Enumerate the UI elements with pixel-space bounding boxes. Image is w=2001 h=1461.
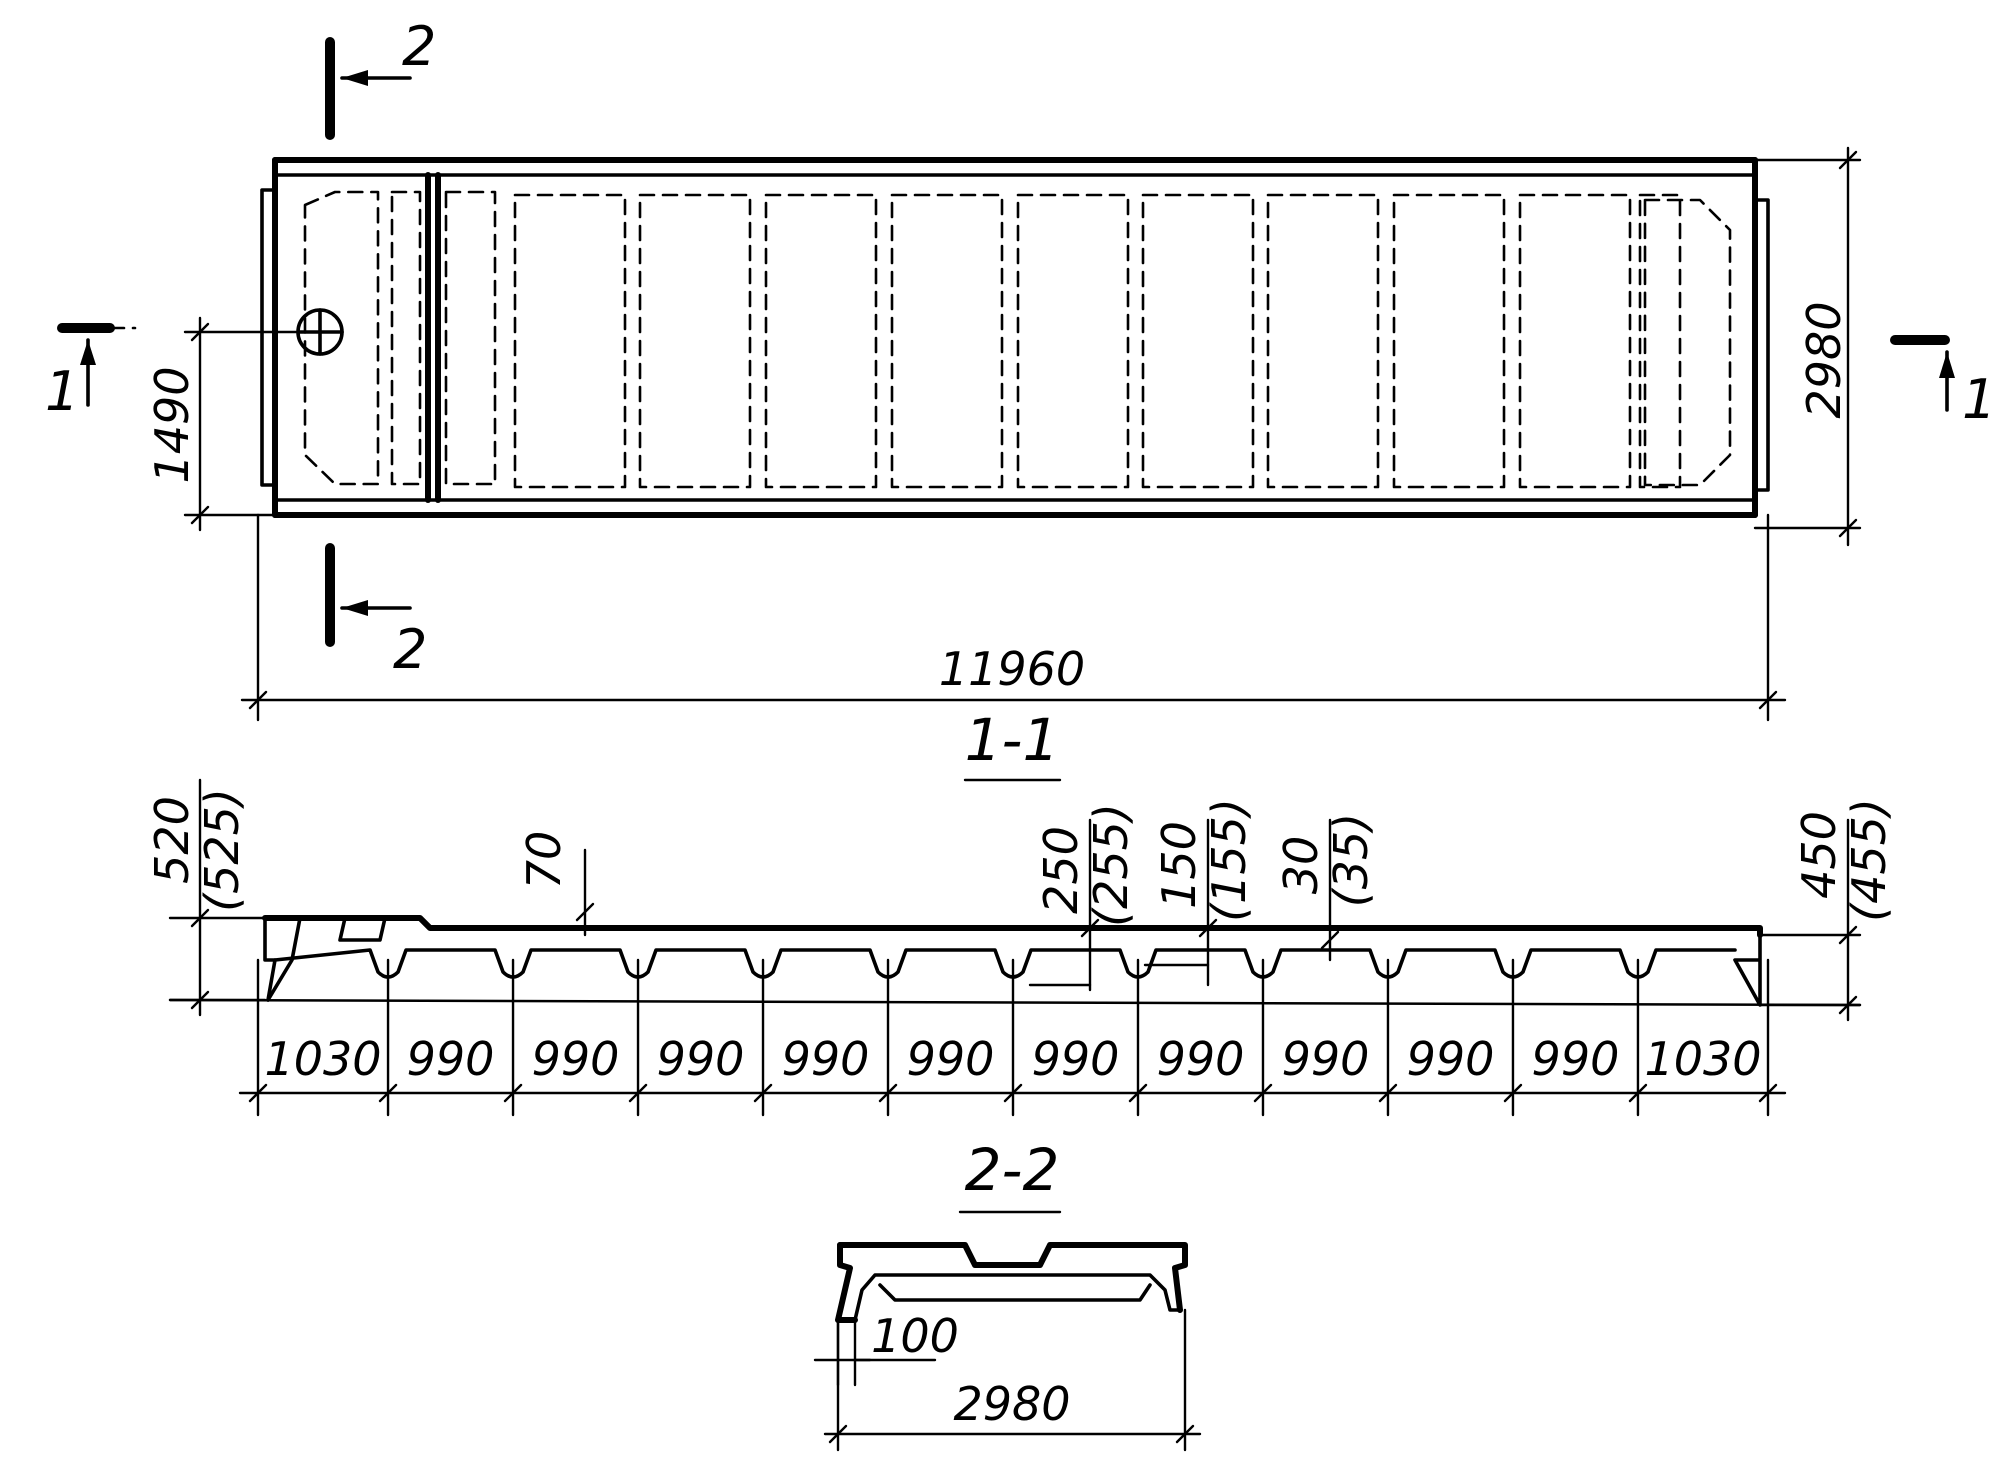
sec1-span-tick bbox=[248, 1083, 268, 1103]
cut-mark-1-right: 1 bbox=[1890, 335, 1996, 431]
sec1-span-label: 1030 bbox=[1644, 1032, 1761, 1086]
sec1-span-tick bbox=[1003, 1083, 1023, 1103]
plan-panel-7 bbox=[1016, 193, 1130, 489]
sec1-span-labels: 1030 990 990 990 990 990 990 990 990 990 990 1030 bbox=[264, 1032, 1761, 1086]
plan-panel-9 bbox=[1266, 193, 1380, 489]
sec1-span-label: 990 bbox=[782, 1032, 870, 1086]
dim-455: (455) bbox=[1842, 798, 1896, 922]
dim-2980-plan: 2980 bbox=[1797, 301, 1851, 418]
dim-70: 70 bbox=[517, 831, 571, 890]
plan-panel-8 bbox=[1141, 193, 1255, 489]
plan-end-left bbox=[260, 188, 277, 487]
plan-panel-10 bbox=[1392, 193, 1506, 489]
section-1-1-title: 1-1 bbox=[965, 706, 1060, 774]
sec1-span-tick bbox=[378, 1083, 398, 1103]
cut-mark-2-top: 2 bbox=[325, 15, 436, 140]
sec1-span-label: 990 bbox=[407, 1032, 495, 1086]
sec2-inner bbox=[853, 1273, 1182, 1322]
sec1-span-label: 990 bbox=[1532, 1032, 1620, 1086]
cut-1-label-right: 1 bbox=[1962, 368, 1996, 431]
sec1-span-label: 990 bbox=[1407, 1032, 1495, 1086]
dim-155: (155) bbox=[1202, 798, 1256, 922]
section-1-1: 1-1 520 (525) 70 250 (255) 15 bbox=[145, 706, 1896, 1117]
dim-450: 450 bbox=[1792, 811, 1846, 899]
cut-2-label-bottom: 2 bbox=[393, 618, 427, 681]
plan-panel-6 bbox=[890, 193, 1004, 489]
sec1-rib-profile bbox=[273, 948, 1737, 979]
sec1-span-tick bbox=[753, 1083, 773, 1103]
plan-panel-4 bbox=[638, 193, 752, 489]
dim-520: 520 bbox=[145, 796, 199, 884]
sec1-span-tick bbox=[1503, 1083, 1523, 1103]
sec1-span-dividers bbox=[256, 958, 1770, 1117]
sec1-span-tick bbox=[503, 1083, 523, 1103]
sec1-span-tick bbox=[1758, 1083, 1778, 1103]
section-2-2-title: 2-2 bbox=[965, 1136, 1060, 1204]
plan-panel-11 bbox=[1518, 193, 1632, 489]
sec1-span-tick bbox=[628, 1083, 648, 1103]
section-2-2: 2-2 100 2980 bbox=[813, 1136, 1202, 1452]
sec2-left bbox=[835, 1242, 858, 1323]
cut-2-label-top: 2 bbox=[402, 15, 436, 78]
plan-panel-12 bbox=[1643, 198, 1732, 487]
cut-mark-2-bottom: 2 bbox=[325, 543, 427, 681]
sec1-span-tick bbox=[1128, 1083, 1148, 1103]
dim-1490: 1490 bbox=[145, 366, 199, 483]
cut-1-label-left: 1 bbox=[45, 360, 79, 423]
dim-2980-sec2: 2980 bbox=[953, 1377, 1070, 1431]
plan-panel-2 bbox=[444, 190, 497, 486]
sec1-span-label: 990 bbox=[1157, 1032, 1245, 1086]
sec1-span-label: 990 bbox=[1282, 1032, 1370, 1086]
dim-100: 100 bbox=[871, 1309, 959, 1363]
sec1-top-surface bbox=[262, 915, 1763, 938]
sec1-span-label: 1030 bbox=[264, 1032, 381, 1086]
plan-panel-1 bbox=[303, 190, 380, 486]
sec2-top bbox=[837, 1242, 1188, 1313]
sec1-left-end bbox=[263, 916, 277, 1002]
sec1-span-tick bbox=[1628, 1083, 1648, 1103]
sec1-span-label: 990 bbox=[907, 1032, 995, 1086]
plan-panel-3 bbox=[513, 193, 627, 489]
sec1-span-label: 990 bbox=[657, 1032, 745, 1086]
plan-panel-5 bbox=[764, 193, 878, 489]
dim-30: 30 bbox=[1274, 836, 1328, 895]
cut-mark-1-left: 1 bbox=[45, 323, 137, 423]
sec1-span-label: 990 bbox=[532, 1032, 620, 1086]
plan-end-right bbox=[1753, 198, 1770, 492]
dim-150: 150 bbox=[1152, 821, 1206, 909]
sec1-right-end bbox=[1733, 933, 1762, 1007]
dim-35: (35) bbox=[1324, 813, 1378, 907]
sec1-span-tick bbox=[878, 1083, 898, 1103]
sec1-base-line bbox=[168, 998, 1862, 1007]
sec1-span-tick bbox=[1378, 1083, 1398, 1103]
dim-255: (255) bbox=[1084, 803, 1138, 927]
plan-panel-1b bbox=[390, 190, 422, 486]
plan-panel-12a bbox=[1638, 193, 1682, 489]
plan-view: 1490 2980 11960 1 1 bbox=[45, 15, 1996, 722]
dim-11960: 11960 bbox=[939, 642, 1085, 696]
dim-525: (525) bbox=[195, 788, 249, 912]
sec1-span-tick bbox=[1253, 1083, 1273, 1103]
sec1-span-ticks bbox=[248, 1083, 1778, 1103]
sec1-span-label: 990 bbox=[1032, 1032, 1120, 1086]
sec2-inner-2 bbox=[878, 1283, 1152, 1302]
dim-250: 250 bbox=[1034, 826, 1088, 914]
